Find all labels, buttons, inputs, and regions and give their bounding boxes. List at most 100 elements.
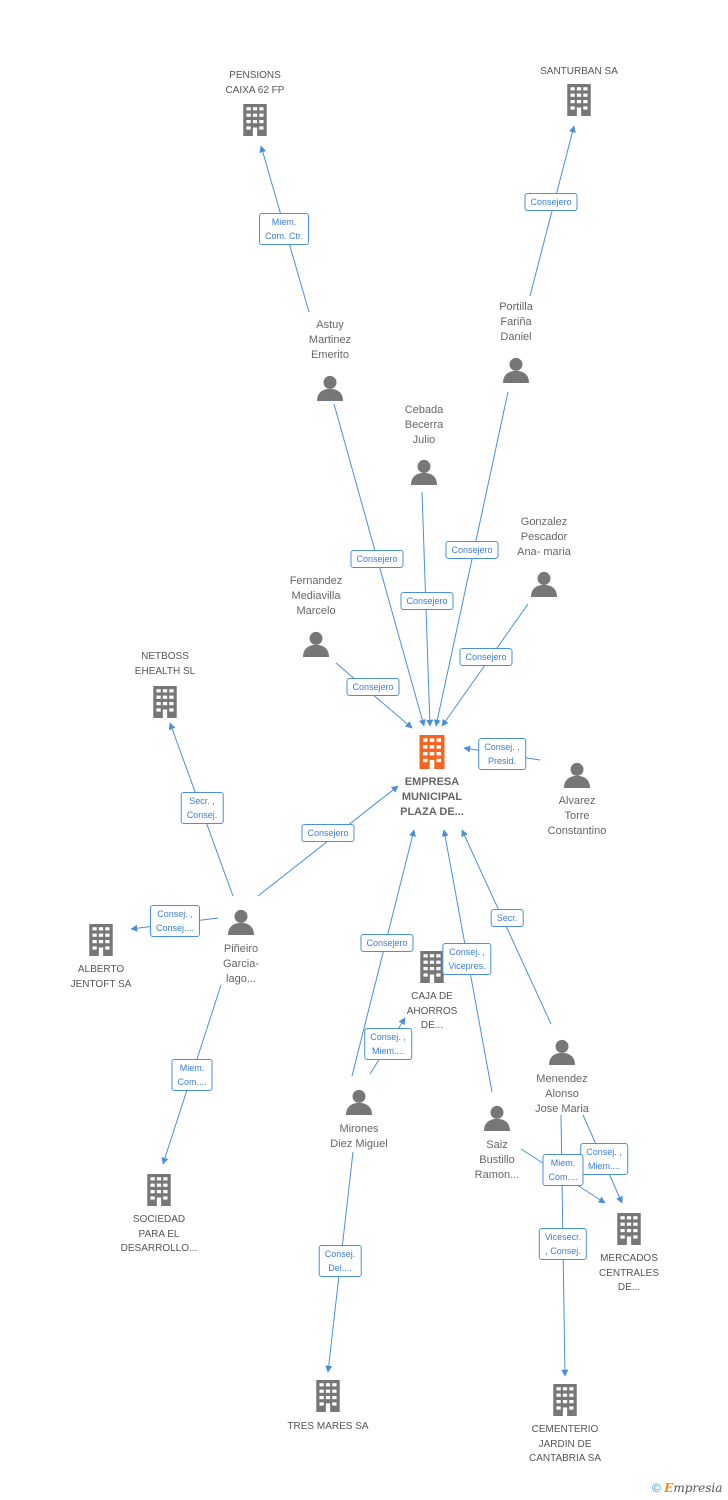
person-icon-alvarez[interactable] bbox=[564, 762, 590, 788]
person-icon-astuy[interactable] bbox=[317, 375, 343, 401]
relation-label-cebada-center[interactable]: Consejero bbox=[400, 592, 454, 610]
relation-text: Consej. , bbox=[586, 1147, 622, 1157]
node-label-line: PLAZA DE... bbox=[400, 806, 464, 818]
node-label-line: Gonzalez bbox=[520, 516, 568, 528]
relation-label-saiz-center[interactable]: Consej. ,Vicepres. bbox=[442, 943, 492, 975]
relation-text: Miem. bbox=[271, 217, 297, 227]
building-icon-sociedad[interactable] bbox=[147, 1174, 171, 1206]
node-label-line: lago... bbox=[226, 973, 256, 985]
relation-label-saiz-mercados[interactable]: Miem.Com.... bbox=[542, 1154, 584, 1186]
relation-label-portilla-santurban[interactable]: Consejero bbox=[524, 193, 578, 211]
node-label-line: Constantino bbox=[547, 825, 607, 837]
person-icon-menendez[interactable] bbox=[549, 1039, 575, 1065]
node-label-line: Ana- maria bbox=[517, 546, 571, 558]
person-icon-portilla[interactable] bbox=[503, 357, 529, 383]
relation-label-astuy-pensions[interactable]: Miem.Com. Ctr. bbox=[258, 213, 310, 245]
relation-text: , Consej. bbox=[545, 1246, 581, 1256]
relation-label-menendez-center[interactable]: Secr. bbox=[490, 909, 524, 927]
empresia-logo: Empresia bbox=[664, 1481, 723, 1495]
relation-label-menendez-cementerio[interactable]: Vicesecr. , Consej. bbox=[538, 1228, 588, 1260]
relation-label-mirones-center[interactable]: Consejero bbox=[360, 934, 414, 952]
building-icon-mercados[interactable] bbox=[617, 1213, 641, 1245]
node-label-pensions[interactable]: PENSIONS CAIXA 62 FP bbox=[226, 69, 285, 98]
node-label-line: MUNICIPAL bbox=[401, 791, 463, 803]
node-label-line: TRES MARES SA bbox=[287, 1421, 369, 1432]
node-label-line: Becerra bbox=[404, 419, 444, 431]
relation-label-alvarez-center[interactable]: Consej. ,Presid. bbox=[478, 738, 526, 770]
person-icon-cebada[interactable] bbox=[411, 459, 437, 485]
relation-label-portilla-center[interactable]: Consejero bbox=[445, 541, 499, 559]
relation-label-mirones-tresmares[interactable]: Consej.Del.... bbox=[318, 1245, 362, 1277]
node-label-line: Alonso bbox=[545, 1088, 579, 1100]
relation-text: Del.... bbox=[328, 1263, 352, 1273]
building-icon-caja[interactable] bbox=[420, 951, 444, 983]
relation-text: Vicesecr. bbox=[544, 1232, 582, 1242]
node-label-line: MERCADOS bbox=[600, 1253, 658, 1264]
node-label-center[interactable]: EMPRESA MUNICIPAL PLAZA DE... bbox=[400, 775, 464, 820]
node-label-line: Jose Maria bbox=[535, 1103, 589, 1115]
person-icon-gonzalez[interactable] bbox=[531, 571, 557, 597]
node-label-line: PENSIONS bbox=[229, 70, 281, 81]
node-label-line: CENTRALES bbox=[598, 1267, 660, 1279]
node-label-line: Bustillo bbox=[479, 1154, 515, 1166]
relation-label-menendez-mercados[interactable]: Consej. , Miem.... bbox=[580, 1143, 628, 1175]
relation-label-pineiro-sociedad[interactable]: Miem.Com.... bbox=[171, 1059, 213, 1091]
copyright-symbol: © bbox=[652, 1481, 661, 1495]
node-label-tresmares[interactable]: TRES MARES SA bbox=[287, 1420, 368, 1435]
node-label-line: Mediavilla bbox=[291, 590, 341, 602]
edge-mirones-to-center bbox=[351, 829, 416, 1077]
relation-text: Consejero bbox=[465, 652, 507, 662]
person-icon-fernandez[interactable] bbox=[303, 631, 329, 657]
relation-label-fernandez-center[interactable]: Consejero bbox=[346, 678, 400, 696]
relation-label-astuy-center[interactable]: Consejero bbox=[350, 550, 404, 568]
node-label-line: ALBERTO bbox=[77, 964, 125, 975]
person-icon-pineiro[interactable] bbox=[228, 909, 254, 935]
relation-text: Presid. bbox=[487, 756, 516, 766]
relation-text: Miem. bbox=[179, 1063, 205, 1073]
node-label-line: DE... bbox=[617, 1282, 641, 1293]
node-label-line: NETBOSS bbox=[141, 651, 189, 662]
relation-label-gonzalez-center[interactable]: Consejero bbox=[459, 648, 513, 666]
building-icon-alberto[interactable] bbox=[89, 924, 113, 956]
building-icon-center[interactable] bbox=[419, 735, 445, 769]
relation-label-mirones-caja[interactable]: Consej. ,Miem.... bbox=[364, 1028, 412, 1060]
node-label-line: CAIXA 62 FP bbox=[225, 84, 285, 96]
relation-text: Consejero bbox=[366, 938, 408, 948]
node-label-line: Portilla bbox=[499, 301, 533, 313]
person-icon-mirones[interactable] bbox=[346, 1089, 372, 1115]
node-label-line: EMPRESA bbox=[404, 776, 460, 788]
building-icon-pensions[interactable] bbox=[243, 104, 267, 136]
person-icon-saiz[interactable] bbox=[484, 1105, 510, 1131]
node-label-line: Daniel bbox=[500, 331, 532, 343]
relation-text: Consejero bbox=[530, 197, 572, 207]
building-icon-santurban[interactable] bbox=[567, 84, 591, 116]
relation-text: Consejero bbox=[307, 828, 349, 838]
relation-label-pineiro-alberto[interactable]: Consej. ,Consej.... bbox=[149, 905, 201, 937]
node-label-santurban[interactable]: SANTURBAN SA bbox=[540, 65, 618, 80]
building-icon-cementerio[interactable] bbox=[553, 1384, 577, 1416]
node-label-line: DESARROLLO... bbox=[120, 1243, 198, 1254]
node-label-mercados[interactable]: MERCADOS CENTRALES DE... bbox=[599, 1252, 659, 1296]
relation-text: Miem.... bbox=[371, 1046, 404, 1056]
building-icon-netboss[interactable] bbox=[153, 686, 177, 718]
building-icon-tresmares[interactable] bbox=[316, 1380, 340, 1412]
relation-label-pineiro-center[interactable]: Consejero bbox=[301, 824, 355, 842]
node-label-line: Emerito bbox=[311, 349, 349, 361]
relation-text: Miem.... bbox=[587, 1161, 620, 1171]
relation-label-pineiro-netboss[interactable]: Secr. ,Consej. bbox=[180, 792, 224, 824]
